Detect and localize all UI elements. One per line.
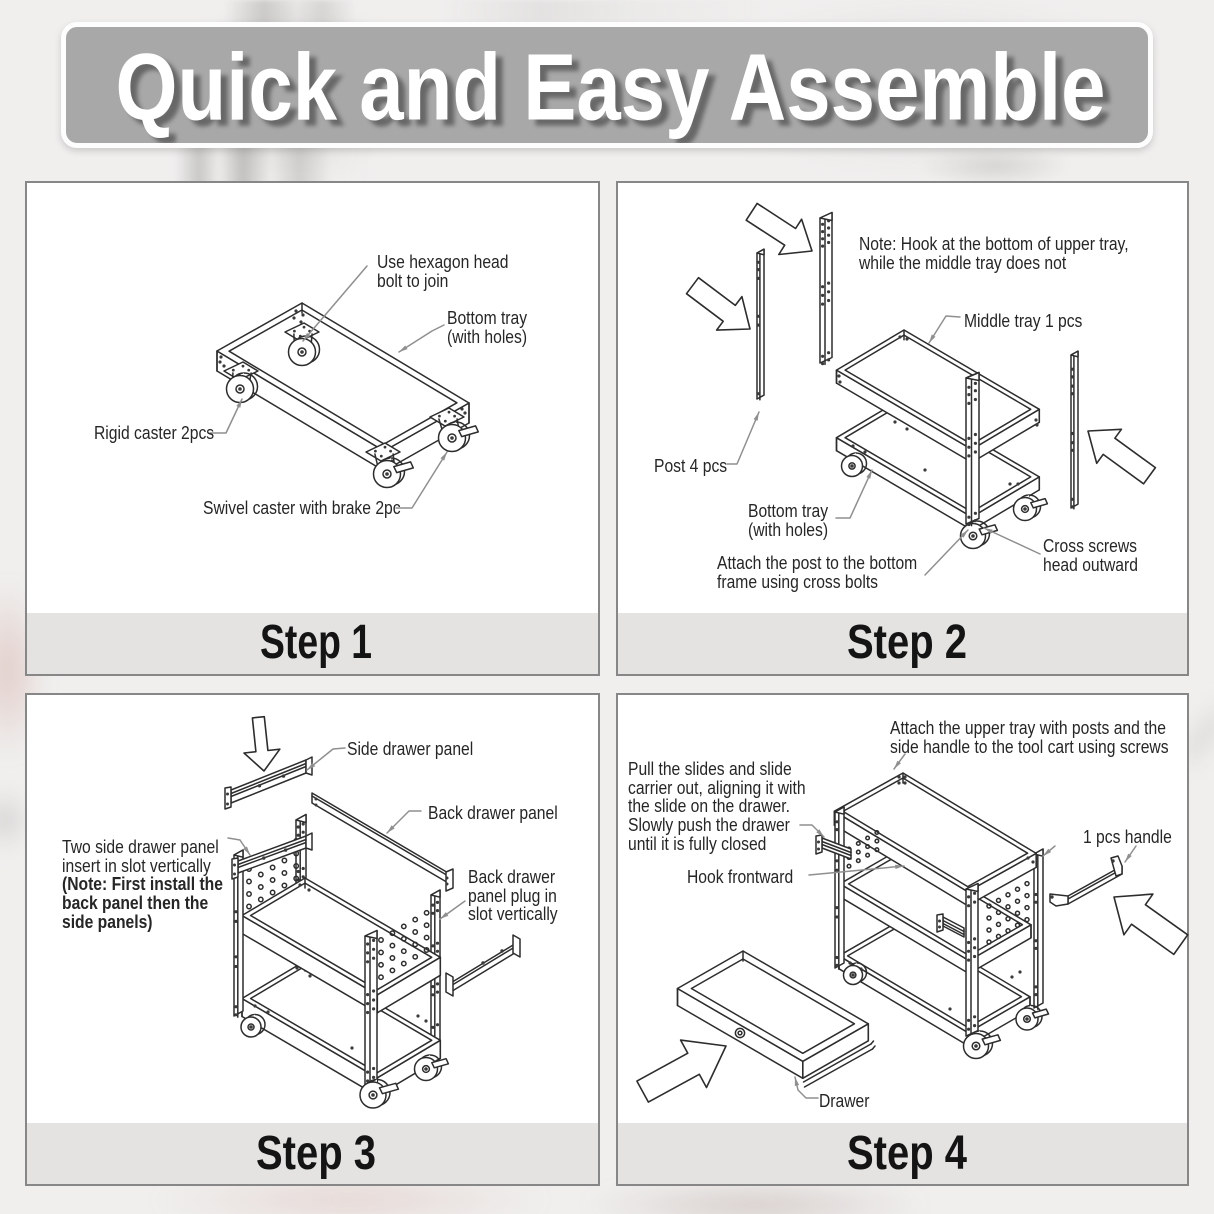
svg-text:Quick and Easy Assemble: Quick and Easy Assemble — [116, 35, 1106, 141]
svg-text:Quick and Easy Assemble: Quick and Easy Assemble — [123, 41, 1113, 147]
